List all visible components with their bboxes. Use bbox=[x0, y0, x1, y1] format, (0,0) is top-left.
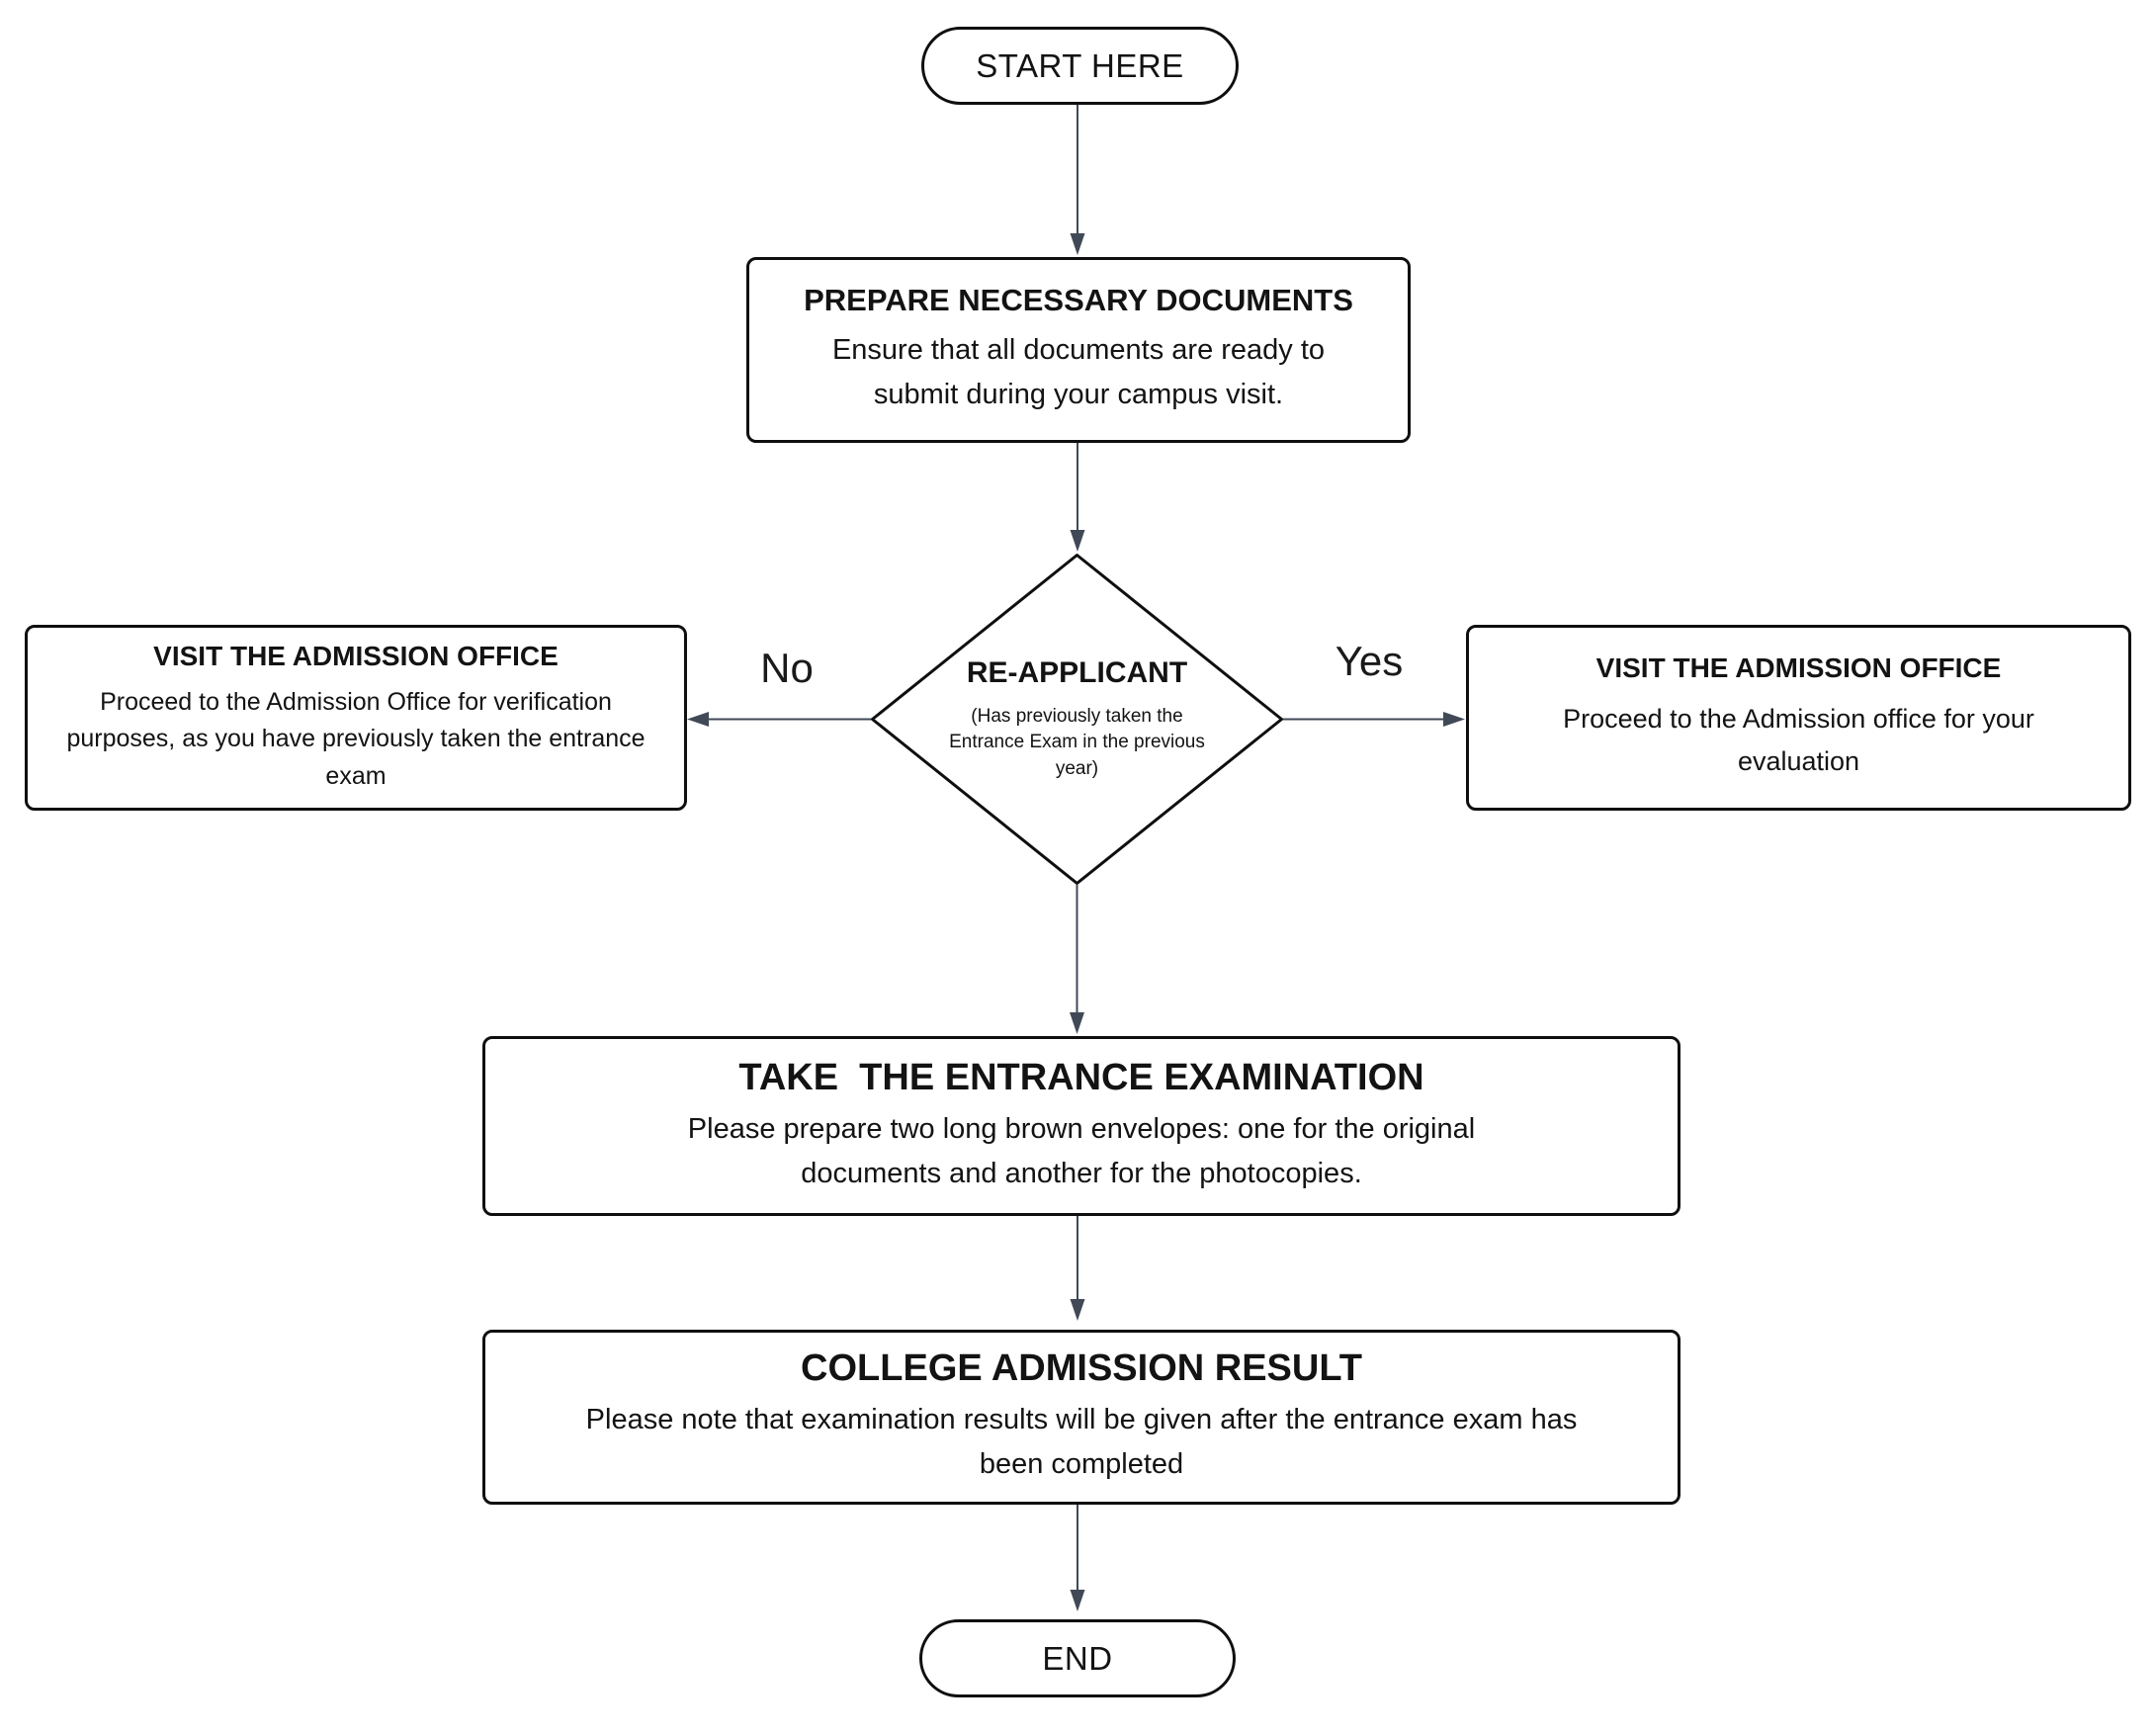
arrowhead-right-icon bbox=[1443, 712, 1465, 727]
admission-result-body: Please note that examination results wil… bbox=[585, 1404, 1578, 1480]
arrowhead-down-icon bbox=[1070, 1299, 1085, 1321]
arrowhead-left-icon bbox=[687, 712, 709, 727]
end-label: END bbox=[1042, 1639, 1113, 1677]
arrowhead-down-icon bbox=[1070, 530, 1085, 552]
decision-node: RE-APPLICANT (Has previously taken the E… bbox=[871, 554, 1283, 885]
end-node: END bbox=[919, 1619, 1236, 1697]
admission-office-verification-title: VISIT THE ADMISSION OFFICE bbox=[153, 640, 559, 671]
prepare-documents-title: PREPARE NECESSARY DOCUMENTS bbox=[804, 283, 1353, 318]
arrowhead-down-icon bbox=[1070, 233, 1085, 255]
admission-office-verification-node: VISIT THE ADMISSION OFFICE Proceed to th… bbox=[25, 625, 687, 811]
entrance-examination-body: Please prepare two long brown envelopes:… bbox=[687, 1112, 1476, 1189]
admission-office-evaluation-title: VISIT THE ADMISSION OFFICE bbox=[1595, 651, 2002, 683]
admission-result-title: COLLEGE ADMISSION RESULT bbox=[801, 1347, 1362, 1390]
prepare-documents-body: Ensure that all documents are ready to s… bbox=[831, 334, 1326, 410]
branch-label-no: No bbox=[760, 645, 814, 691]
decision-title: RE-APPLICANT bbox=[966, 655, 1188, 689]
admission-office-evaluation-node: VISIT THE ADMISSION OFFICE Proceed to th… bbox=[1466, 625, 2131, 811]
prepare-documents-node: PREPARE NECESSARY DOCUMENTS Ensure that … bbox=[746, 257, 1411, 443]
entrance-examination-title: TAKE THE ENTRANCE EXAMINATION bbox=[738, 1056, 1424, 1098]
branch-label-yes: Yes bbox=[1335, 638, 1404, 684]
decision-subtitle: (Has previously taken the Entrance Exam … bbox=[949, 705, 1205, 779]
arrowhead-down-icon bbox=[1070, 1012, 1084, 1034]
admission-office-evaluation-body: Proceed to the Admission office for your… bbox=[1563, 703, 2034, 776]
admission-office-verification-body: Proceed to the Admission Office for veri… bbox=[66, 687, 646, 790]
admission-result-node: COLLEGE ADMISSION RESULT Please note tha… bbox=[482, 1330, 1680, 1505]
start-label: START HERE bbox=[976, 46, 1184, 84]
arrowhead-down-icon bbox=[1070, 1590, 1085, 1611]
entrance-examination-node: TAKE THE ENTRANCE EXAMINATION Please pre… bbox=[482, 1036, 1680, 1216]
start-node: START HERE bbox=[921, 27, 1239, 105]
